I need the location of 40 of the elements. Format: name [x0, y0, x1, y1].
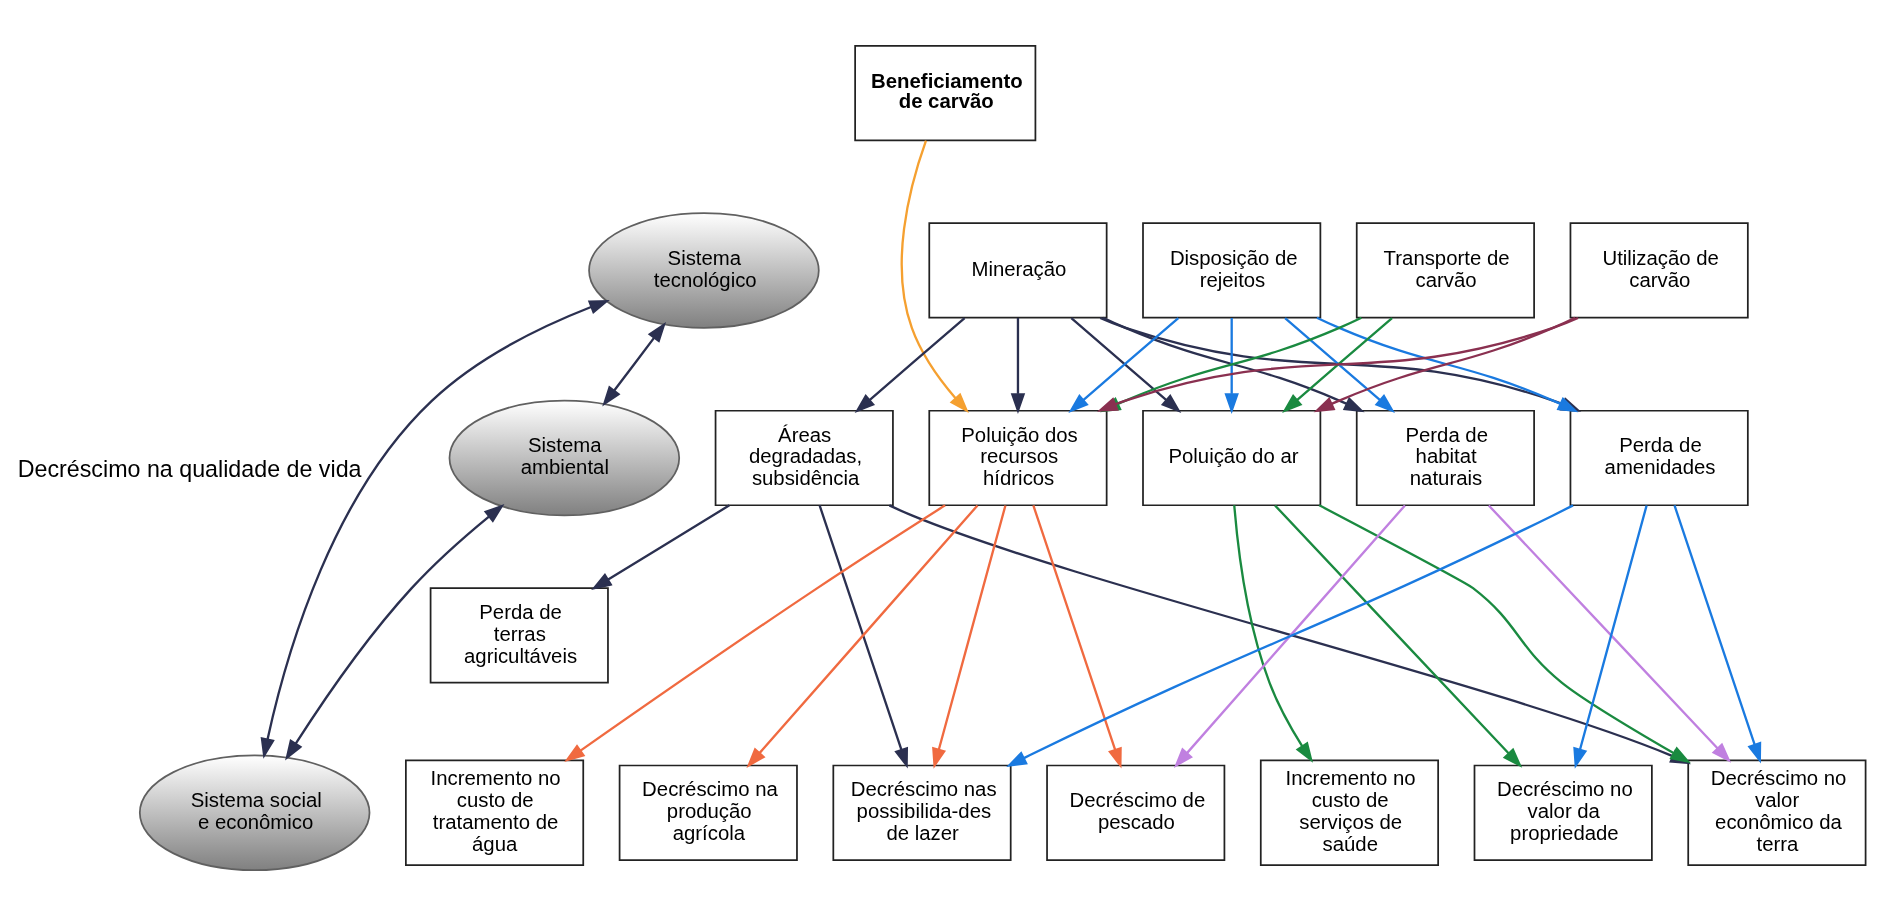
- node-box: Perda de habitat naturais: [1355, 409, 1535, 507]
- node-box: Decréscimo de pescado: [1046, 764, 1226, 861]
- arrow: [854, 317, 966, 413]
- arrow: [564, 504, 946, 763]
- arrow: [1224, 318, 1239, 414]
- arrow: [260, 299, 610, 759]
- node-box: Decréscimo nas possibilida-des de lazer: [832, 764, 1012, 861]
- node-box: Poluição dos recursos hídricos: [928, 409, 1108, 507]
- node-box: Incremento no custo de serviços de saúde: [1259, 759, 1439, 866]
- node-box: Perda de amenidades: [1569, 409, 1749, 507]
- node-box: Incremento no custo de tratamento de água: [405, 759, 585, 866]
- node-box: Transporte de carvão: [1355, 222, 1535, 319]
- node-box: Utilização de carvão: [1569, 222, 1749, 319]
- node-box: Mineração: [928, 222, 1108, 319]
- arrow: [1010, 318, 1026, 414]
- arrow: [1233, 505, 1313, 763]
- node-box: Perda de terras agricultáveis: [429, 587, 609, 684]
- arrow: [818, 505, 909, 769]
- arrow: [602, 322, 667, 407]
- arrow: [1032, 505, 1122, 769]
- arrow: [1006, 504, 1574, 767]
- arrow: [1173, 504, 1406, 768]
- arrow: [285, 504, 505, 761]
- arrow: [746, 504, 979, 768]
- node-box: Decréscimo no valor da propriedade: [1473, 764, 1653, 861]
- node-box: Disposição de rejeitos: [1142, 222, 1322, 319]
- node-box: Beneficiamento de carvão: [854, 44, 1037, 142]
- arrow: [1274, 504, 1523, 768]
- node-box: Decréscimo na produção agrícola: [618, 764, 798, 861]
- arrow: [1673, 505, 1762, 764]
- arrow: [900, 140, 969, 413]
- arrow: [1573, 505, 1648, 769]
- node-box: Decréscimo no valor econômico da terra: [1687, 759, 1867, 866]
- arrow: [932, 505, 1007, 769]
- node-box: Áreas degradadas, subsidência: [714, 409, 894, 507]
- edge-label: Decréscimo na qualidade de vida: [17, 455, 362, 482]
- arrow: [591, 504, 730, 590]
- node-box: Poluição do ar: [1142, 409, 1322, 507]
- node-ellipse: Sistema ambiental: [448, 399, 681, 517]
- node-ellipse: Sistema social e econômico: [138, 754, 371, 872]
